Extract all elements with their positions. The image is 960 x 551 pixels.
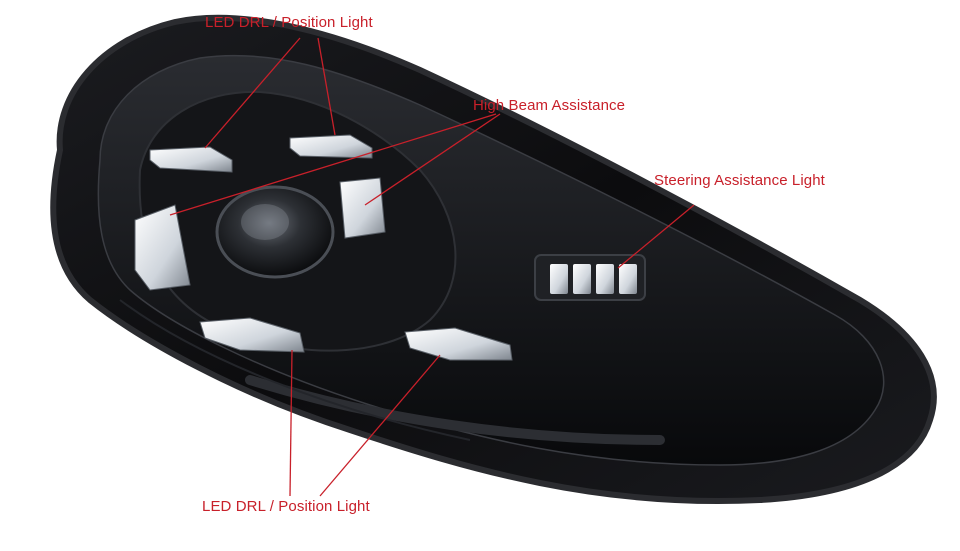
steering-led-3 [596,264,614,294]
callout-line-hba-left [169,113,497,216]
high-beam-left [134,204,191,291]
callout-line-hba-right [364,113,501,206]
label-drl-position-bottom: LED DRL / Position Light [202,498,370,515]
callout-line-drl-top-right [317,37,336,136]
callout-line-drl-bottom-left [289,349,293,497]
label-drl-position-top: LED DRL / Position Light [205,14,373,31]
label-high-beam-assistance: High Beam Assistance [473,97,626,114]
callout-line-steering [617,204,695,269]
drl-strip-top-left [149,146,233,173]
steering-led-2 [573,264,591,294]
callout-line-drl-top-left [204,37,301,149]
label-steering-assistance: Steering Assistance Light [654,172,825,189]
drl-strip-top-right [289,134,373,159]
steering-led-1 [550,264,568,294]
projector-lens [215,185,335,279]
drl-strip-bottom-left [199,317,305,353]
drl-strip-bottom-right [404,327,513,361]
callout-line-drl-bottom-right [319,354,441,497]
high-beam-right [339,177,386,239]
steering-led-4 [619,264,637,294]
